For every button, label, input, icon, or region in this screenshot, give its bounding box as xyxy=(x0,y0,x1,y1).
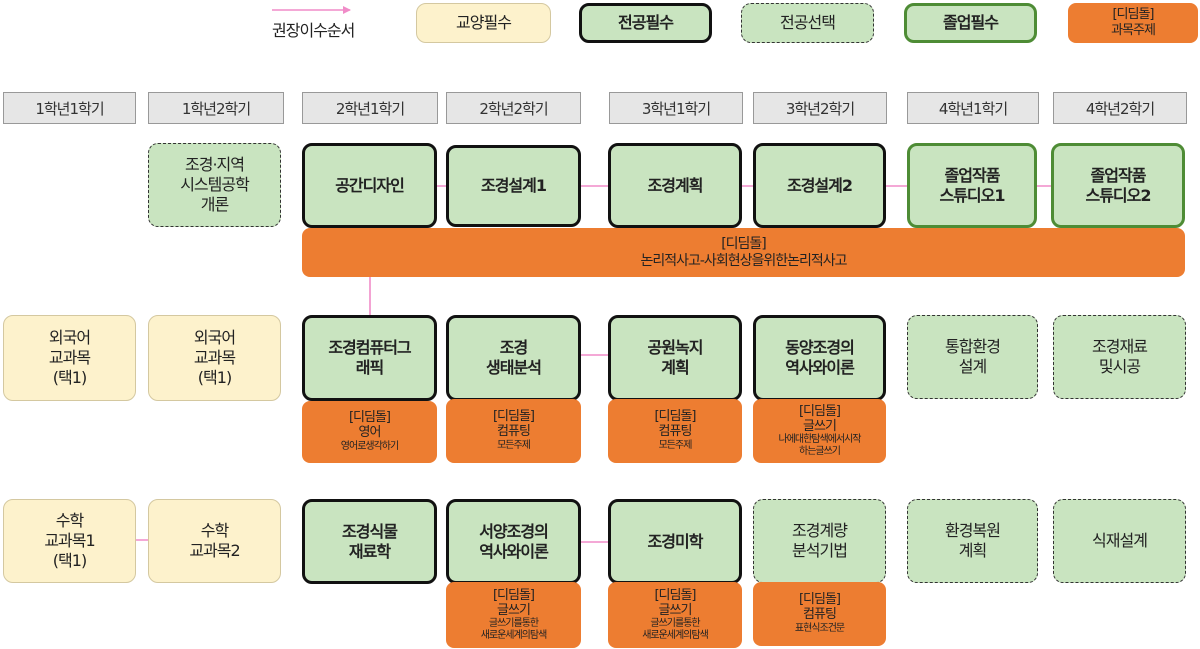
stepping-eco: [디딤돌] 컴퓨팅 모든주제 xyxy=(446,399,581,463)
course-grad-studio1: 졸업작품 스튜디오1 xyxy=(907,143,1037,228)
legend-major-required: 전공필수 xyxy=(579,3,712,43)
stepping-cg: [디딤돌] 영어 영어로생각하기 xyxy=(302,401,437,463)
course-landscape-design2: 조경설계2 xyxy=(753,143,886,228)
course-math2: 수학 교과목2 xyxy=(148,499,281,583)
course-western-history: 서양조경의 역사와이론 xyxy=(446,499,581,584)
semester-3-1: 3학년1학기 xyxy=(609,92,743,124)
stepping-quant: [디딤돌] 컴퓨팅 표현식조건문 xyxy=(753,582,886,646)
semester-3-2: 3학년2학기 xyxy=(753,92,887,124)
course-foreign1: 외국어 교과목 (택1) xyxy=(3,315,136,401)
stepping-western-detail: 글쓰기를통한 새로운세계의탐색 xyxy=(480,618,548,641)
stepping-eastern-topic: 글쓰기 xyxy=(803,418,837,434)
stepping-park-topic: 컴퓨팅 xyxy=(658,424,693,440)
stepping-aesth-topic: 글쓰기 xyxy=(658,602,693,618)
stepping-eastern-title: [디딤돌] xyxy=(798,403,841,419)
stepping-park-title: [디딤돌] xyxy=(654,409,696,425)
course-landscape-planning: 조경계획 xyxy=(608,143,742,228)
semester-1-1: 1학년1학기 xyxy=(3,92,136,124)
course-grad-studio2: 졸업작품 스튜디오2 xyxy=(1051,143,1185,228)
stepping-eastern: [디딤돌] 글쓰기 나에대한탐색에서시작 하는글쓰기 xyxy=(753,399,886,463)
stepping-western: [디딤돌] 글쓰기 글쓰기를통한 새로운세계의탐색 xyxy=(446,582,581,648)
stepping-aesth-title: [디딤돌] xyxy=(654,587,696,603)
course-park-planning: 공원녹지 계획 xyxy=(608,315,742,401)
course-planting-design: 식재설계 xyxy=(1053,499,1186,583)
stepping-park-detail: 모든주제 xyxy=(658,440,693,452)
stepping-eco-detail: 모든주제 xyxy=(497,440,531,452)
stepping-cg-detail: 영어로생각하기 xyxy=(340,441,399,453)
course-quant-analysis: 조경계량 분석기법 xyxy=(753,499,886,583)
stepping-park: [디딤돌] 컴퓨팅 모든주제 xyxy=(608,399,742,463)
course-computer-graphics: 조경컴퓨터그 래픽 xyxy=(302,315,437,401)
stepping-eastern-detail: 나에대한탐색에서시작 하는글쓰기 xyxy=(778,434,862,457)
legend-major-elective: 전공선택 xyxy=(741,3,874,43)
stepping-quant-title: [디딤돌] xyxy=(798,592,841,608)
legend-stepping: [디딤돌] 과목주제 xyxy=(1068,3,1198,43)
stepping-eco-title: [디딤돌] xyxy=(492,409,535,425)
stepping-western-title: [디딤돌] xyxy=(492,587,535,603)
course-plant-materials: 조경식물 재료학 xyxy=(302,499,437,584)
semester-1-2: 1학년2학기 xyxy=(148,92,284,124)
stepping-aesth-detail: 글쓰기를통한 새로운세계의탐색 xyxy=(642,618,709,641)
stepping-logical-thinking-topic: 논리적사고-사회현상을위한논리적사고 xyxy=(640,252,847,269)
stepping-cg-topic: 영어 xyxy=(358,425,382,441)
legend-graduation: 졸업필수 xyxy=(904,3,1037,43)
legend-liberal: 교양필수 xyxy=(416,3,551,43)
legend-arrow-label: 권장이수순서 xyxy=(272,21,355,40)
course-integrated-env: 통합환경 설계 xyxy=(907,315,1038,399)
stepping-aesth: [디딤돌] 글쓰기 글쓰기를통한 새로운세계의탐색 xyxy=(608,582,742,648)
stepping-logical-thinking-title: [디딤돌] xyxy=(721,236,767,253)
course-aesthetics: 조경미학 xyxy=(608,499,742,584)
course-landscape-design1: 조경설계1 xyxy=(446,145,581,227)
semester-4-2: 4학년2학기 xyxy=(1053,92,1187,124)
stepping-quant-topic: 컴퓨팅 xyxy=(803,607,837,623)
stepping-eco-topic: 컴퓨팅 xyxy=(497,424,531,440)
course-eastern-history: 동양조경의 역사와이론 xyxy=(753,315,886,401)
course-foreign2: 외국어 교과목 (택1) xyxy=(148,315,281,401)
semester-2-1: 2학년1학기 xyxy=(302,92,438,124)
semester-4-1: 4학년1학기 xyxy=(907,92,1039,124)
stepping-quant-detail: 표현식조건문 xyxy=(794,623,845,635)
course-space-design: 공간디자인 xyxy=(302,143,437,228)
course-ecology: 조경 생태분석 xyxy=(446,315,581,401)
stepping-logical-thinking: [디딤돌] 논리적사고-사회현상을위한논리적사고 xyxy=(302,228,1185,277)
course-math1: 수학 교과목1 (택1) xyxy=(3,499,136,583)
course-landscape-systems: 조경·지역 시스템공학 개론 xyxy=(148,143,281,227)
semester-2-2: 2학년2학기 xyxy=(446,92,581,124)
course-materials: 조경재료 및시공 xyxy=(1053,315,1186,399)
stepping-western-topic: 글쓰기 xyxy=(497,602,531,618)
stepping-cg-title: [디딤돌] xyxy=(348,410,391,426)
course-env-restoration: 환경복원 계획 xyxy=(907,499,1038,583)
